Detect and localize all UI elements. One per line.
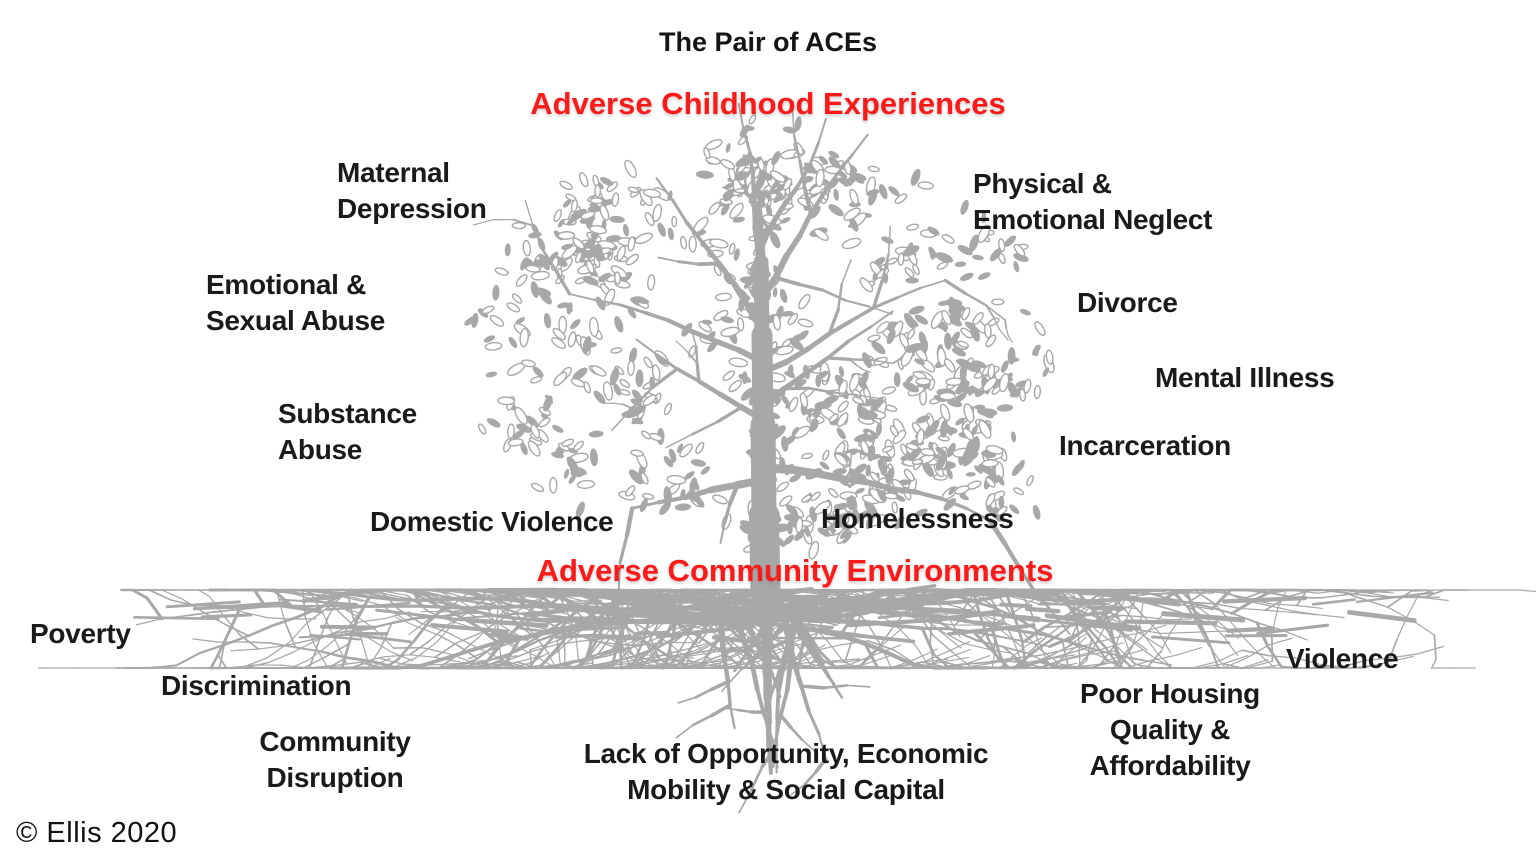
label-emotional-sexual-abuse: Emotional & Sexual Abuse (206, 269, 385, 337)
diagram-title: The Pair of ACEs (658, 27, 878, 57)
label-substance-abuse: Substance Abuse (278, 398, 417, 466)
label-divorce: Divorce (1077, 287, 1178, 318)
label-mental-illness: Mental Illness (1155, 362, 1335, 393)
copyright-notice: © Ellis 2020 (16, 817, 178, 849)
label-incarceration: Incarceration (1059, 430, 1231, 461)
label-physical-emotional-neglect: Physical & Emotional Neglect (973, 168, 1213, 236)
community-heading: Adverse Community Environments (536, 553, 1054, 588)
label-maternal-depression: Maternal Depression (337, 157, 487, 225)
label-homelessness: Homelessness (821, 503, 1014, 534)
label-domestic-violence: Domestic Violence (370, 506, 614, 537)
label-poor-housing: Poor Housing Quality & Affordability (1080, 678, 1260, 782)
label-lack-of-opportunity: Lack of Opportunity, Economic Mobility &… (583, 738, 989, 806)
label-discrimination: Discrimination (161, 670, 352, 701)
aces-heading: Adverse Childhood Experiences (530, 86, 1006, 121)
label-violence: Violence (1286, 643, 1399, 674)
label-poverty: Poverty (30, 618, 131, 649)
label-community-disruption: Community Disruption (259, 726, 411, 794)
